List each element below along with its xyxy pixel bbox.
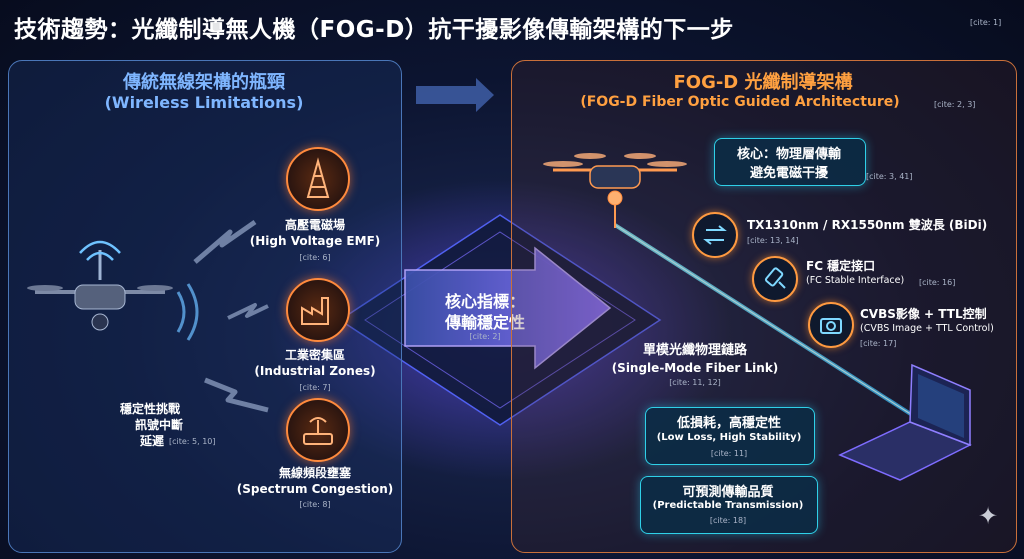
predictable-zh: 可預測傳輸品質 — [682, 485, 774, 500]
router-icon — [286, 398, 350, 462]
fc-label: FC 穩定接口 — [806, 259, 876, 273]
right-panel-subheading: (FOG-D Fiber Optic Guided Architecture) — [580, 94, 900, 110]
low-loss-cite: [cite: 11] — [710, 449, 748, 458]
camera-icon — [808, 302, 854, 348]
page-title: 技術趨勢：光纖制導無人機（FOG-D）抗干擾影像傳輸架構的下一步 — [14, 17, 734, 43]
lightning-bolt-1 — [193, 219, 257, 264]
sparkle-icon: ✦ — [978, 502, 999, 530]
bidi-arrows-icon — [692, 212, 738, 258]
cvbs-cite: [cite: 17] — [860, 339, 897, 348]
right-panel-cite: [cite: 2, 3] — [934, 100, 976, 109]
cvbs-label: CVBS影像 + TTL控制 — [860, 307, 987, 321]
core-line1: 核心：物理層傳輸 — [736, 147, 841, 162]
cvbs-sublabel: (CVBS Image + TTL Control) — [860, 323, 994, 334]
wireless-drone-icon — [27, 240, 173, 331]
laptop-icon — [838, 363, 972, 481]
right-panel-heading: FOG-D 光纖制導架構 — [673, 72, 853, 93]
low-loss-en: (Low Loss, High Stability) — [656, 432, 802, 443]
bidi-label: TX1310nm / RX1550nm 雙波長 (BiDi) — [747, 218, 988, 232]
fc-cite: [cite: 16] — [919, 278, 956, 287]
lightning-bolt-2 — [227, 303, 269, 320]
emf-label-en: (High Voltage EMF) — [249, 234, 381, 248]
title-cite: [cite: 1] — [970, 18, 1002, 27]
fiber-link-zh: 單模光纖物理鏈路 — [642, 343, 747, 358]
left-panel-heading: 傳統無線架構的瓶頸 — [123, 72, 285, 93]
fiber-link-cite: [cite: 11, 12] — [669, 378, 721, 387]
spectrum-cite: [cite: 8] — [299, 500, 331, 509]
predictable-en: (Predictable Transmission) — [652, 500, 804, 511]
predictable-box — [640, 476, 818, 534]
industrial-label-zh: 工業密集區 — [284, 348, 345, 362]
lightning-bolt-3 — [204, 377, 269, 413]
challenge-line1: 穩定性挑戰 — [120, 402, 181, 416]
low-loss-box — [645, 407, 815, 465]
challenge-line2: 訊號中斷 — [135, 418, 184, 432]
core-callout — [714, 138, 866, 186]
core-metric-line2: 傳輸穩定性 — [444, 313, 525, 332]
spectrum-label-en: (Spectrum Congestion) — [236, 482, 394, 496]
industrial-label-en: (Industrial Zones) — [254, 364, 376, 378]
fiber-link-en: (Single-Mode Fiber Link) — [611, 361, 779, 375]
low-loss-zh: 低損耗，高穩定性 — [676, 416, 781, 431]
core-metric-cite: [cite: 2] — [469, 332, 501, 341]
connector-icon — [752, 256, 798, 302]
core-metric-arrow — [404, 246, 612, 370]
top-arrow — [416, 78, 494, 112]
bidi-cite: [cite: 13, 14] — [747, 236, 799, 245]
core-cite: [cite: 3, 41] — [866, 172, 913, 181]
core-line2: 避免電磁干擾 — [749, 166, 828, 181]
emf-cite: [cite: 6] — [299, 253, 331, 262]
predictable-cite: [cite: 18] — [709, 516, 747, 525]
emf-label-zh: 高壓電磁場 — [284, 218, 345, 232]
spectrum-label-zh: 無線頻段壅塞 — [278, 466, 351, 480]
industrial-cite: [cite: 7] — [299, 383, 331, 392]
factory-icon — [286, 278, 350, 342]
left-panel-subheading: (Wireless Limitations) — [104, 93, 304, 112]
tower-icon — [286, 147, 350, 211]
fog-d-architecture-panel — [511, 60, 1017, 553]
fiber-drone-icon — [543, 153, 687, 228]
challenge-cite: [cite: 5, 10] — [169, 437, 216, 446]
fc-sublabel: (FC Stable Interface) — [806, 275, 905, 286]
core-metric-line1: 核心指標： — [444, 292, 525, 311]
challenge-line3: 延遲 — [140, 434, 165, 448]
